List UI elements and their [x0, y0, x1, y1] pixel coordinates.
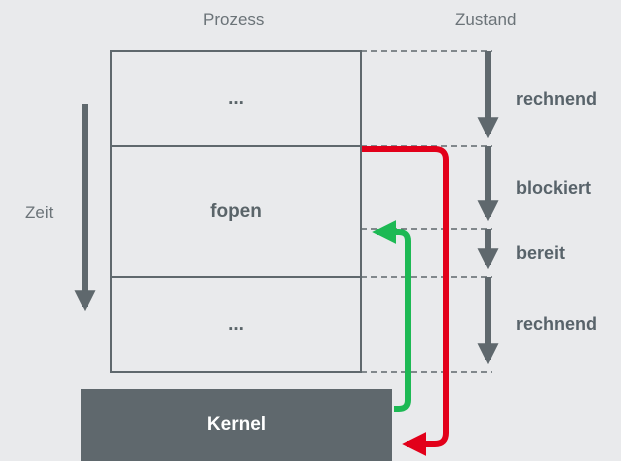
state-label-blockiert: blockiert — [516, 178, 592, 198]
state-label-bereit: bereit — [516, 243, 566, 263]
process-row-ellipsis-bottom: ... — [228, 313, 244, 335]
process-box — [110, 50, 362, 373]
process-column-header: Prozess — [203, 10, 265, 29]
return-arrow — [372, 220, 411, 412]
state-label-rechnend-2: rechnend — [516, 314, 598, 334]
state-label-rechnend-1: rechnend — [516, 89, 598, 109]
syscall-arrow — [362, 146, 449, 456]
state-column-header: Zustand — [455, 10, 517, 29]
process-row-fopen: fopen — [210, 200, 262, 222]
kernel-label: Kernel — [206, 414, 267, 435]
time-axis-label: Zeit — [25, 203, 54, 222]
state-boundary-lines — [361, 50, 492, 373]
kernel-block: Kernel — [81, 389, 392, 461]
process-row-ellipsis-top: ... — [228, 87, 244, 109]
